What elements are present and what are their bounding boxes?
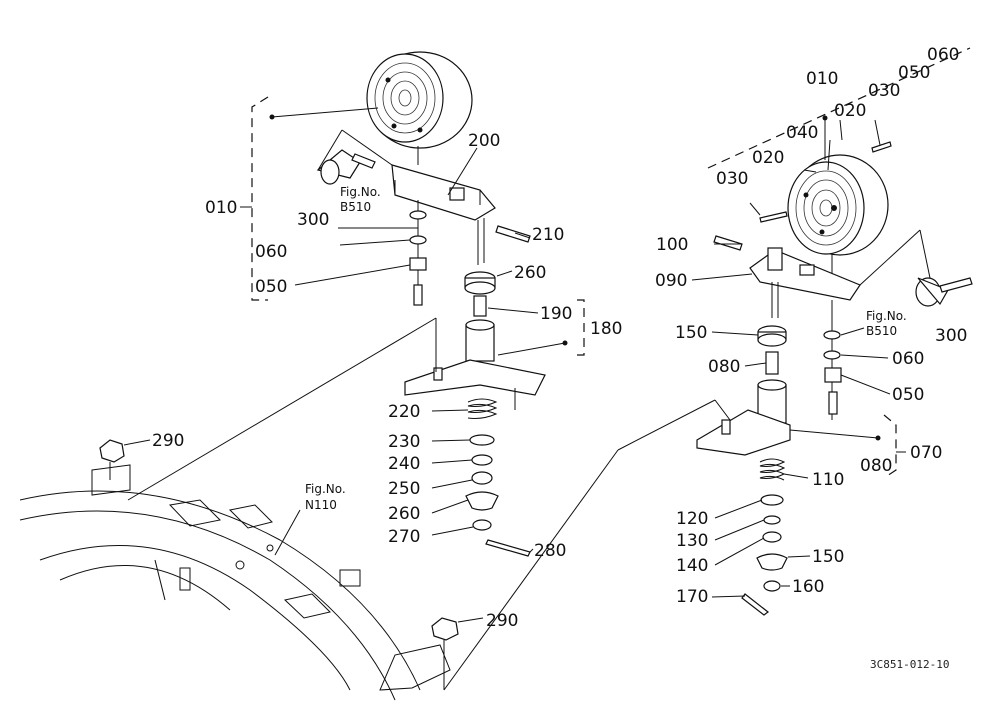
label-010-left: 010	[205, 198, 237, 218]
label-120: 120	[676, 509, 708, 529]
right-070-bracket	[883, 414, 897, 479]
nut-290-bottom	[431, 617, 459, 690]
label-020-right-top: 020	[834, 101, 866, 121]
label-110: 110	[812, 470, 844, 490]
left-bolt-210	[495, 225, 531, 243]
label-240: 240	[388, 454, 420, 474]
left-lamp-switch-300	[316, 149, 376, 185]
label-260-upper: 260	[514, 263, 546, 283]
right-lamp	[759, 141, 892, 285]
label-270: 270	[388, 527, 420, 547]
nut-290-left	[91, 439, 131, 496]
label-150-lower: 150	[812, 547, 844, 567]
drawing-code: 3C851-012-10	[870, 658, 949, 671]
figref-n110-code: N110	[305, 498, 337, 512]
label-190: 190	[540, 304, 572, 324]
label-130: 130	[676, 531, 708, 551]
label-090: 090	[655, 271, 687, 291]
label-260-lower: 260	[388, 504, 420, 524]
left-bracket-200	[391, 164, 496, 265]
right-bolt-100	[713, 235, 743, 251]
label-140: 140	[676, 556, 708, 576]
right-bracket-090	[749, 247, 861, 318]
label-290-bottom: 290	[486, 611, 518, 631]
label-030-right: 030	[716, 169, 748, 189]
right-lower-parts	[741, 494, 788, 616]
left-180-bracket	[577, 299, 585, 356]
label-230: 230	[388, 432, 420, 452]
label-250: 250	[388, 479, 420, 499]
left-stud-parts	[409, 200, 427, 306]
label-050-right-top: 050	[898, 63, 930, 83]
label-080-upper: 080	[708, 357, 740, 377]
label-300-left: 300	[297, 210, 329, 230]
label-100: 100	[656, 235, 688, 255]
left-lamp	[366, 51, 473, 165]
label-080-lower: 080	[860, 456, 892, 476]
left-lower-parts	[465, 434, 531, 557]
left-group-bracket	[251, 96, 269, 301]
label-060-right-top: 060	[927, 45, 959, 65]
right-group-bracket	[707, 47, 971, 169]
label-070: 070	[910, 443, 942, 463]
right-spring-110	[759, 458, 786, 481]
left-bracket-180	[404, 359, 546, 410]
figref-b510-right-code: B510	[866, 324, 897, 338]
label-050-left: 050	[255, 277, 287, 297]
label-030-right-top: 030	[868, 81, 900, 101]
label-180: 180	[590, 319, 622, 339]
frame-n110	[19, 490, 451, 701]
right-leaders	[691, 115, 931, 598]
right-bracket-070	[696, 409, 791, 456]
figref-b510-left-title: Fig.No.	[340, 185, 381, 199]
label-160: 160	[792, 577, 824, 597]
left-stack-parts	[464, 271, 496, 362]
left-leaders	[269, 107, 568, 553]
label-050-right: 050	[892, 385, 924, 405]
label-210: 210	[532, 225, 564, 245]
label-280: 280	[534, 541, 566, 561]
label-150-upper: 150	[675, 323, 707, 343]
figref-n110-title: Fig.No.	[305, 482, 346, 496]
right-stack-parts	[757, 325, 787, 424]
right-lamp-switch-300	[915, 277, 973, 307]
label-060-left: 060	[255, 242, 287, 262]
figref-b510-left-code: B510	[340, 200, 371, 214]
figref-b510-right-title: Fig.No.	[866, 309, 907, 323]
label-040: 040	[786, 123, 818, 143]
left-spring-220	[467, 398, 498, 419]
label-300-right: 300	[935, 326, 967, 346]
label-170: 170	[676, 587, 708, 607]
label-290-left: 290	[152, 431, 184, 451]
label-010-right: 010	[806, 69, 838, 89]
label-220: 220	[388, 402, 420, 422]
right-stud-parts	[823, 300, 842, 420]
label-060-right: 060	[892, 349, 924, 369]
label-200: 200	[468, 131, 500, 151]
label-020-right: 020	[752, 148, 784, 168]
